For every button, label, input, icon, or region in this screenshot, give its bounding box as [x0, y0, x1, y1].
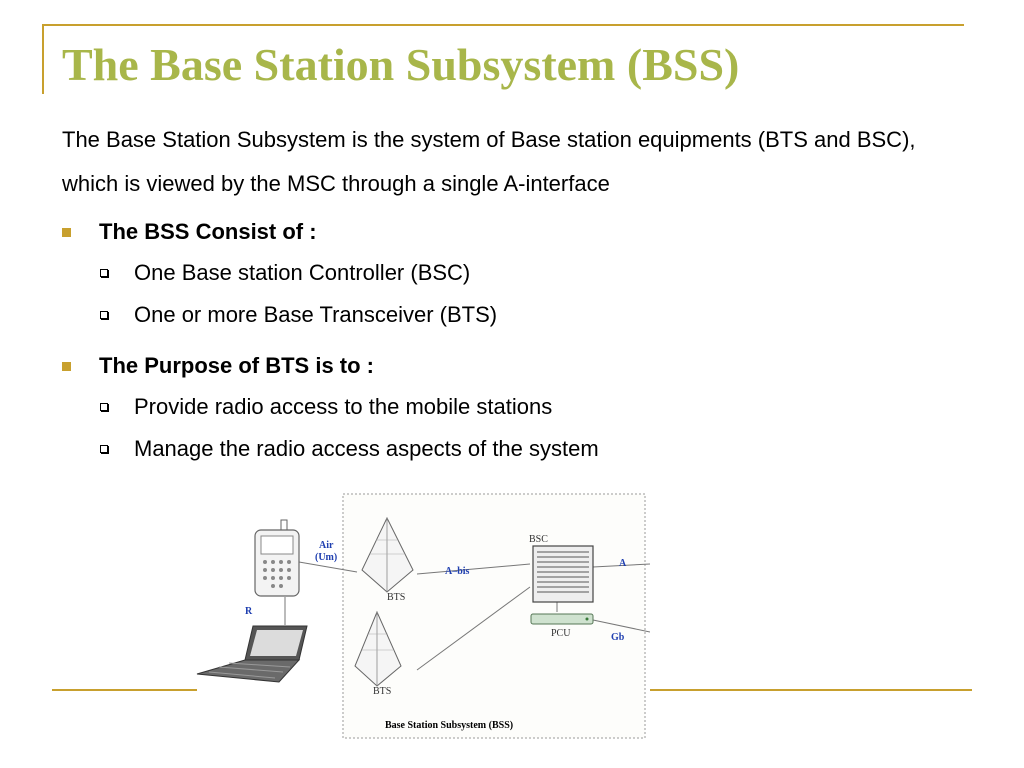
hollow-square-bullet-icon: [100, 403, 108, 411]
um-label: (Um): [315, 552, 337, 563]
sub-item-text: One Base station Controller (BSC): [134, 260, 471, 285]
bsc-label: BSC: [529, 534, 548, 545]
r-label: R: [245, 606, 253, 617]
a-interface-link: [592, 563, 650, 568]
bsc-rack-icon: [532, 545, 594, 603]
bts-bottom-label: BTS: [373, 686, 391, 697]
bullet-heading-row: The BSS Consist of :: [62, 212, 822, 252]
bullet-heading: The BSS Consist of :: [99, 219, 317, 244]
pcu-label: PCU: [551, 628, 571, 639]
sub-list: One Base station Controller (BSC) One or…: [62, 252, 822, 336]
bullet-list: The BSS Consist of : One Base station Co…: [62, 212, 822, 480]
frame-bottom-rule-left: [52, 689, 197, 691]
bss-diagram-svg: Air (Um) R A–bis BTS BTS BSC A PCU Gb Ba…: [196, 493, 650, 739]
hollow-square-bullet-icon: [100, 311, 108, 319]
bullet-heading-row: The Purpose of BTS is to :: [62, 346, 822, 386]
sub-item: One Base station Controller (BSC): [100, 252, 822, 294]
sub-item: One or more Base Transceiver (BTS): [100, 294, 822, 336]
laptop-icon: [196, 625, 308, 683]
gb-label: Gb: [611, 632, 625, 643]
a-interface-label: A: [619, 558, 627, 569]
bts-tower-icon-bottom: [354, 610, 402, 687]
sub-list: Provide radio access to the mobile stati…: [62, 386, 822, 470]
slide-title: The Base Station Subsystem (BSS): [62, 39, 740, 90]
sub-item-text: One or more Base Transceiver (BTS): [134, 302, 498, 327]
sub-item: Provide radio access to the mobile stati…: [100, 386, 822, 428]
air-link: [298, 561, 358, 573]
bts-top-label: BTS: [387, 592, 405, 603]
abis-link-top: [416, 563, 531, 575]
square-bullet-icon: [62, 227, 71, 237]
bts-tower-icon-top: [361, 516, 414, 593]
frame-bottom-rule-right: [650, 689, 972, 691]
hollow-square-bullet-icon: [100, 445, 108, 453]
sub-item: Manage the radio access aspects of the s…: [100, 428, 822, 470]
square-bullet-icon: [62, 361, 71, 371]
frame-top-rule: [42, 24, 964, 26]
sub-item-text: Provide radio access to the mobile stati…: [134, 394, 553, 419]
bullet-bss-consist: The BSS Consist of : One Base station Co…: [62, 212, 822, 336]
bullet-bts-purpose: The Purpose of BTS is to : Provide radio…: [62, 346, 822, 470]
intro-paragraph: The Base Station Subsystem is the system…: [62, 127, 916, 196]
bss-diagram: Air (Um) R A–bis BTS BTS BSC A PCU Gb Ba…: [195, 492, 650, 742]
abis-label: A–bis: [445, 566, 470, 577]
sub-item-text: Manage the radio access aspects of the s…: [134, 436, 599, 461]
bullet-heading: The Purpose of BTS is to :: [99, 353, 375, 378]
air-label: Air: [319, 540, 334, 551]
figure-caption: Base Station Subsystem (BSS): [385, 720, 513, 731]
mobile-phone-icon: [254, 519, 300, 597]
gb-interface-link: [592, 619, 650, 633]
hollow-square-bullet-icon: [100, 269, 108, 277]
pcu-unit-icon: [530, 613, 594, 625]
frame-left-rule: [42, 24, 44, 94]
abis-link-bottom: [416, 586, 531, 671]
